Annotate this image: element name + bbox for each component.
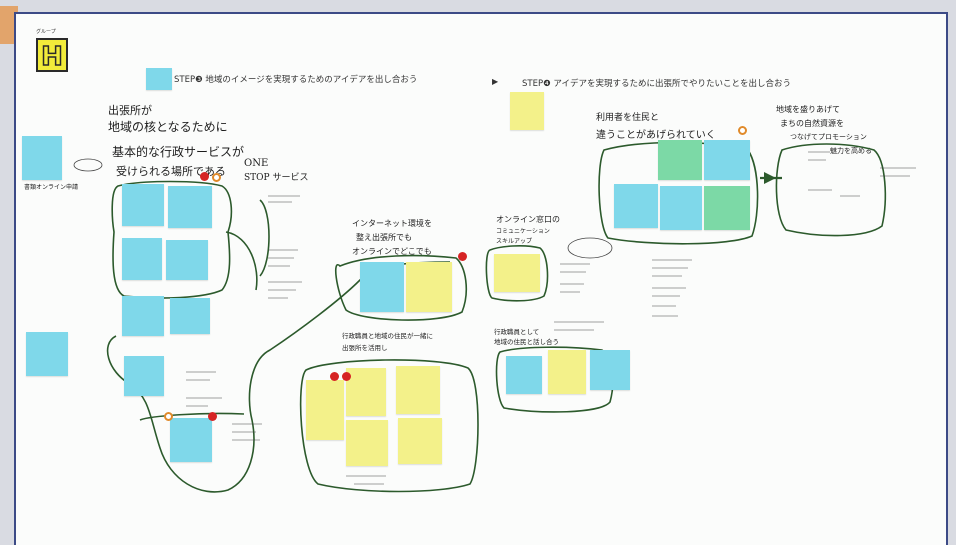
main-title-line-2: 地域の核となるために [108, 120, 228, 134]
online-line-2: コミュニケーション [496, 228, 550, 235]
sticky-note [548, 350, 586, 394]
main-title-line-1: 出張所が [108, 104, 152, 117]
red-dot-marker [342, 372, 351, 381]
sticky-note [704, 186, 750, 230]
mid-lower-line-2: 出張所を活用し [342, 344, 388, 352]
sticky-note [26, 332, 68, 376]
sticky-note [124, 356, 164, 396]
sticky-note [360, 262, 404, 312]
left-label: 書類オンライン申請 [24, 184, 79, 191]
corner-tab [0, 6, 18, 44]
main-title-line-3: 基本的な行政サービスが [112, 145, 245, 159]
far-right-line-4: 魅力を高める [830, 147, 872, 155]
sticky-note [406, 262, 452, 312]
sticky-note [614, 184, 658, 228]
sticky-note [170, 298, 210, 334]
online-line-1: オンライン窓口の [496, 215, 560, 224]
internet-line-2: 整え出張所でも [356, 233, 412, 242]
one-stop-line-1: ONE [244, 158, 269, 169]
sticky-note [22, 136, 62, 180]
mid-lower-line-1: 行政職員と地域の住民が一緒に [342, 332, 433, 340]
red-dot-marker [330, 372, 339, 381]
right-title-line-2: 違うことがあげられていく [596, 130, 716, 141]
main-title-line-4: 受けられる場所である [116, 165, 226, 178]
red-dot-marker [208, 412, 217, 421]
red-dot-marker [458, 252, 467, 261]
orange-ring-marker [164, 412, 173, 421]
sticky-note [346, 420, 388, 466]
sticky-note [506, 356, 542, 394]
step-3-heading: STEP❸ 地域のイメージを実現するためのアイデアを出し合おう [174, 75, 418, 85]
sticky-note [122, 184, 164, 226]
online-line-3: スキルアップ [496, 238, 533, 245]
sticky-note [306, 380, 344, 440]
sticky-note [346, 368, 386, 416]
sticky-note [398, 418, 442, 464]
step-arrow: ▶ [492, 77, 499, 86]
sticky-note [658, 140, 702, 180]
step-4-heading: STEP❹ アイデアを実現するために出張所でやりたいことを出し合おう [522, 79, 791, 89]
group-letter: H [41, 42, 63, 72]
far-right-line-1: 地域を盛りあげて [776, 105, 840, 114]
right-title-line-1: 利用者を住民と [596, 113, 660, 123]
right-lower-line-2: 地域の住民と話し合う [494, 338, 559, 346]
orange-ring-marker [212, 173, 221, 182]
red-dot-marker [200, 172, 209, 181]
sticky-note [168, 186, 212, 228]
sticky-note [660, 186, 702, 230]
sticky-note [510, 92, 544, 130]
sticky-note [590, 350, 630, 390]
far-right-line-2: まちの自然資源を [780, 119, 844, 128]
orange-ring-marker [738, 126, 747, 135]
sticky-note [146, 68, 172, 90]
sticky-note [704, 140, 750, 180]
sticky-note [122, 296, 164, 336]
right-lower-line-1: 行政職員として [494, 328, 540, 336]
sticky-note [170, 418, 212, 462]
group-logo: H [36, 38, 68, 73]
one-stop-line-2: STOP サービス [244, 173, 309, 183]
internet-line-1: インターネット環境を [352, 219, 432, 228]
sticky-note [396, 366, 440, 414]
far-right-line-3: つなげてプロモーション [790, 133, 867, 141]
group-label: グループ [36, 29, 56, 35]
sticky-note [494, 254, 540, 292]
sticky-note [122, 238, 162, 280]
internet-line-3: オンラインでどこでも [352, 247, 432, 256]
sticky-note [166, 240, 208, 280]
